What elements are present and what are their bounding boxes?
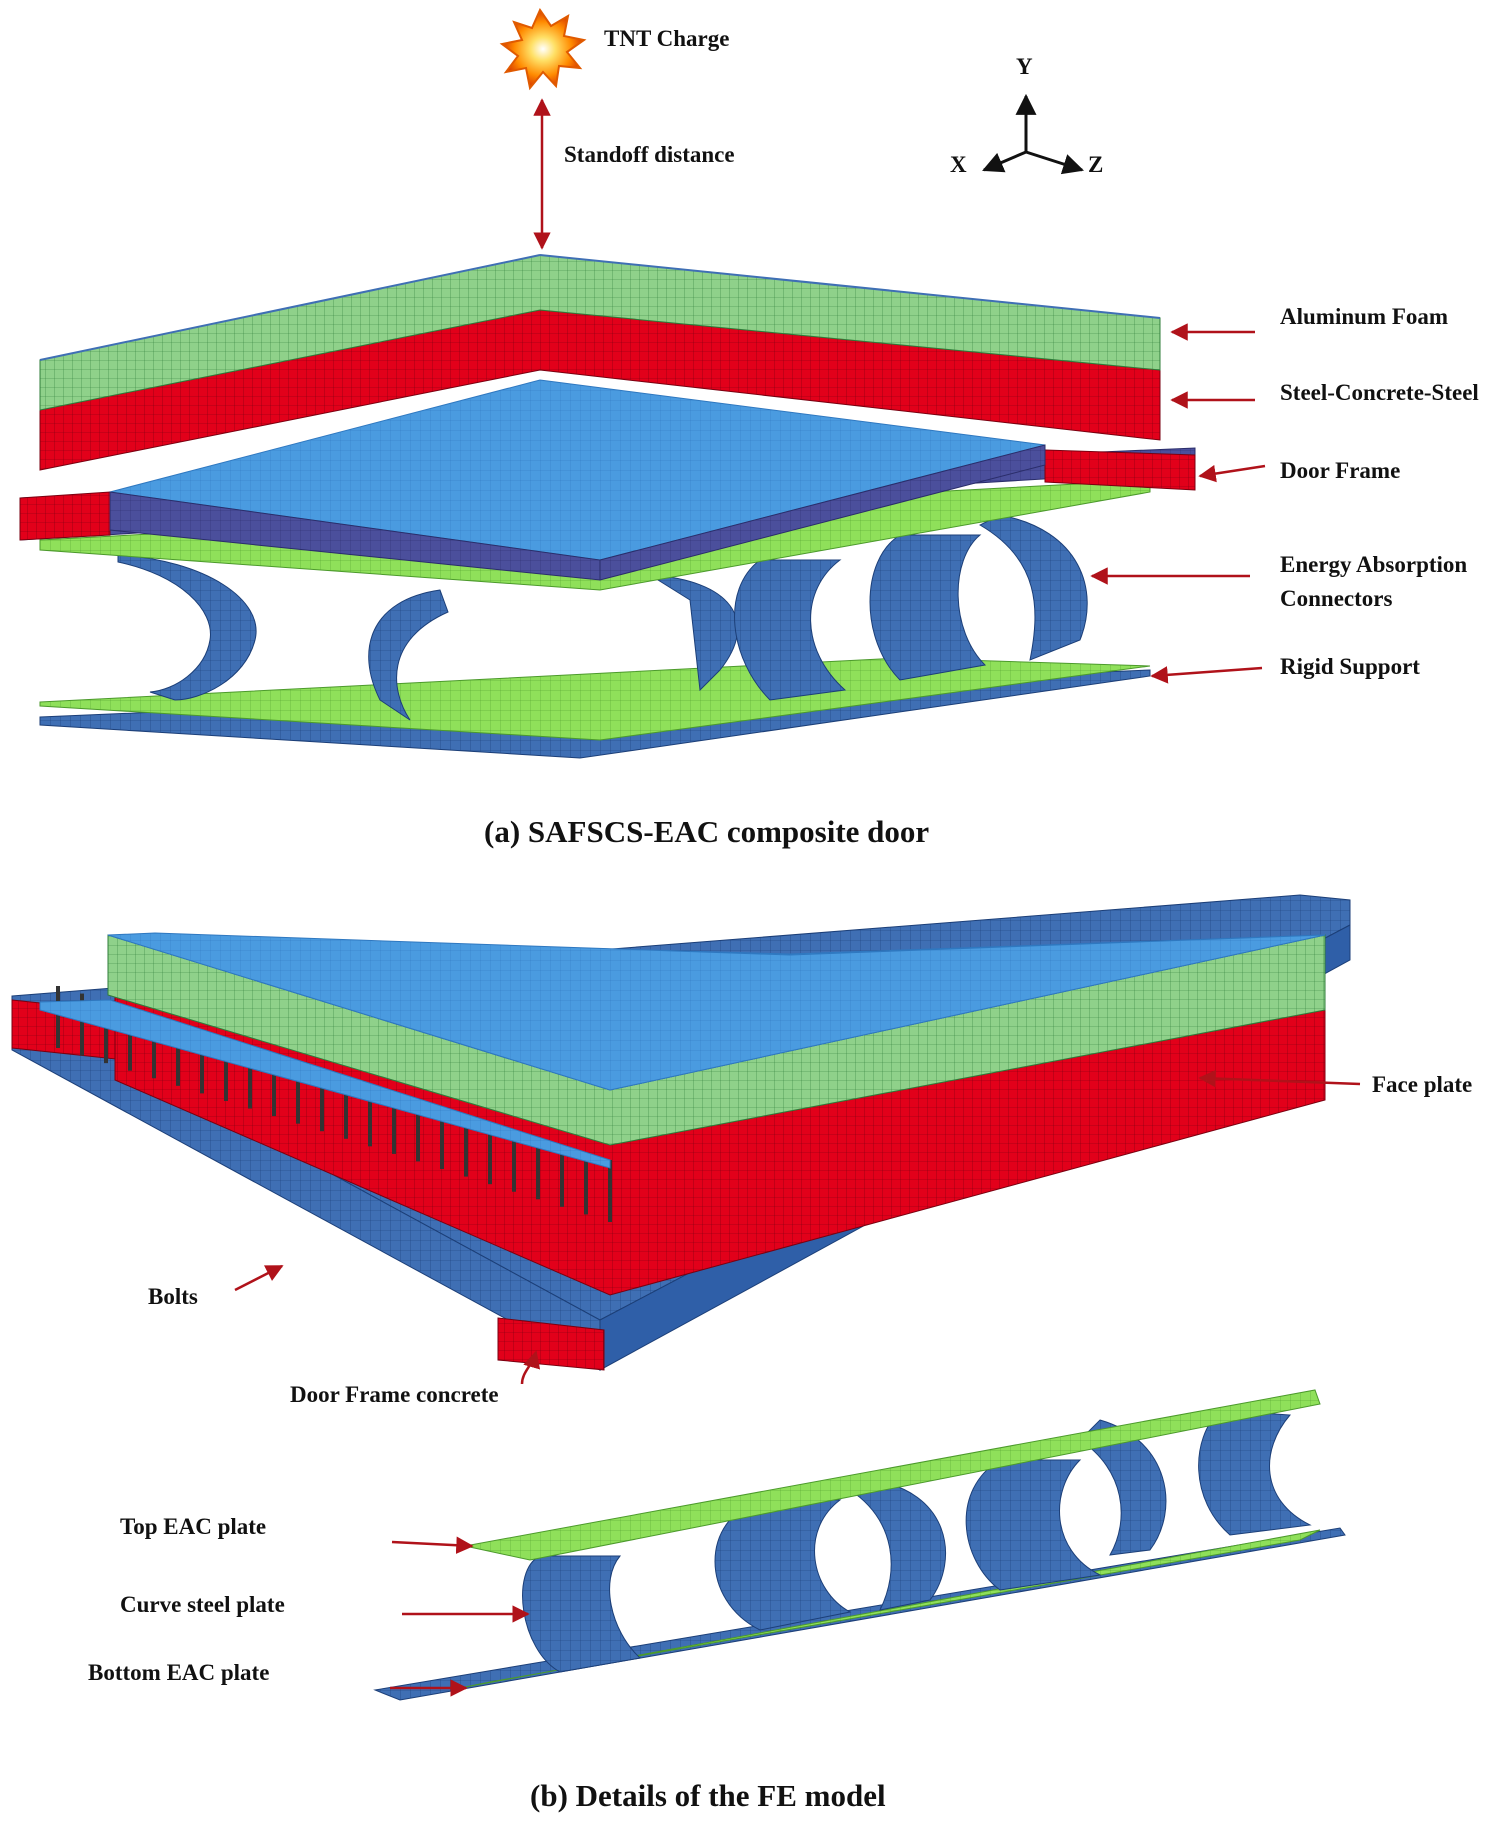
bolts-label: Bolts bbox=[148, 1284, 198, 1309]
curve-steel-plates-b bbox=[522, 1409, 1312, 1673]
tnt-charge-label: TNT Charge bbox=[604, 26, 729, 51]
eac-label-line1: Energy Absorption bbox=[1280, 552, 1467, 577]
top-eac-plate-b bbox=[464, 1389, 1321, 1561]
door-frame-arrow bbox=[1198, 464, 1266, 483]
rigid-support-label: Rigid Support bbox=[1280, 654, 1420, 679]
face-plate-arrow bbox=[1198, 1069, 1361, 1088]
eac-connectors-a bbox=[117, 514, 1088, 721]
door-frame-label: Door Frame bbox=[1280, 458, 1400, 483]
face-plate-label: Face plate bbox=[1372, 1072, 1472, 1097]
bolts-arrow bbox=[234, 1264, 284, 1292]
bottom-eac-plate-label: Bottom EAC plate bbox=[88, 1660, 269, 1685]
panel-b: Face plate Bolts Door Frame concrete Top… bbox=[11, 894, 1472, 1813]
eac-label-line2: Connectors bbox=[1280, 586, 1392, 611]
explosion-icon bbox=[499, 7, 587, 91]
aluminum-foam-label: Aluminum Foam bbox=[1280, 304, 1448, 329]
door-frame-concrete-arrow bbox=[520, 1350, 541, 1385]
door-frame-concrete-label: Door Frame concrete bbox=[290, 1382, 499, 1407]
top-eac-plate-label: Top EAC plate bbox=[120, 1514, 266, 1539]
face-plate-a-side-right bbox=[599, 444, 1046, 581]
rigid-support-arrow bbox=[1150, 666, 1263, 684]
door-frame-concrete-right bbox=[1044, 449, 1196, 491]
caption-b: (b) Details of the FE model bbox=[530, 1778, 886, 1813]
curve-steel-plate-label: Curve steel plate bbox=[120, 1592, 285, 1617]
top-eac-plate-arrow bbox=[391, 1536, 474, 1554]
standoff-distance-label: Standoff distance bbox=[564, 142, 735, 167]
face-plate-b-top bbox=[107, 932, 1326, 1091]
caption-a: (a) SAFSCS-EAC composite door bbox=[484, 814, 929, 849]
door-frame-concrete-left bbox=[19, 491, 111, 541]
overhang-plate-b bbox=[39, 999, 611, 1169]
scs-label: Steel-Concrete-Steel bbox=[1280, 380, 1479, 405]
axis-triad: Y X Z bbox=[950, 54, 1103, 177]
axis-x-label: X bbox=[950, 152, 967, 177]
panel-a: TNT Charge Standoff distance Y X Z bbox=[19, 7, 1479, 849]
axis-y-label: Y bbox=[1016, 54, 1033, 79]
axis-z-label: Z bbox=[1088, 152, 1103, 177]
